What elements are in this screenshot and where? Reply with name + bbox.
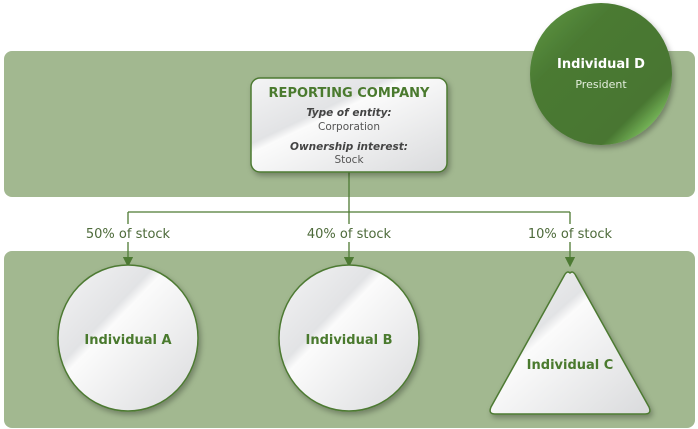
type-value: Corporation	[318, 121, 380, 133]
individual-c-node[interactable]: Individual C	[489, 271, 651, 415]
interest-label: Ownership interest:	[290, 141, 408, 153]
individual-d-name: Individual D	[557, 57, 645, 72]
share-label-c: 10% of stock	[528, 227, 613, 242]
interest-value: Stock	[334, 154, 364, 166]
share-label-a: 50% of stock	[86, 227, 171, 242]
company-title: REPORTING COMPANY	[269, 86, 430, 101]
individual-c-name: Individual C	[527, 358, 614, 373]
share-label-b: 40% of stock	[307, 227, 392, 242]
individual-b-node[interactable]: Individual B	[278, 264, 420, 412]
individual-d-node[interactable]: Individual D President	[530, 3, 672, 145]
individual-b-name: Individual B	[305, 333, 392, 348]
reporting-company-box[interactable]: REPORTING COMPANY Type of entity: Corpor…	[250, 77, 448, 173]
individual-a-node[interactable]: Individual A	[57, 264, 199, 412]
individual-d-role: President	[575, 78, 627, 91]
type-label: Type of entity:	[306, 107, 391, 119]
individual-a-name: Individual A	[84, 333, 171, 348]
